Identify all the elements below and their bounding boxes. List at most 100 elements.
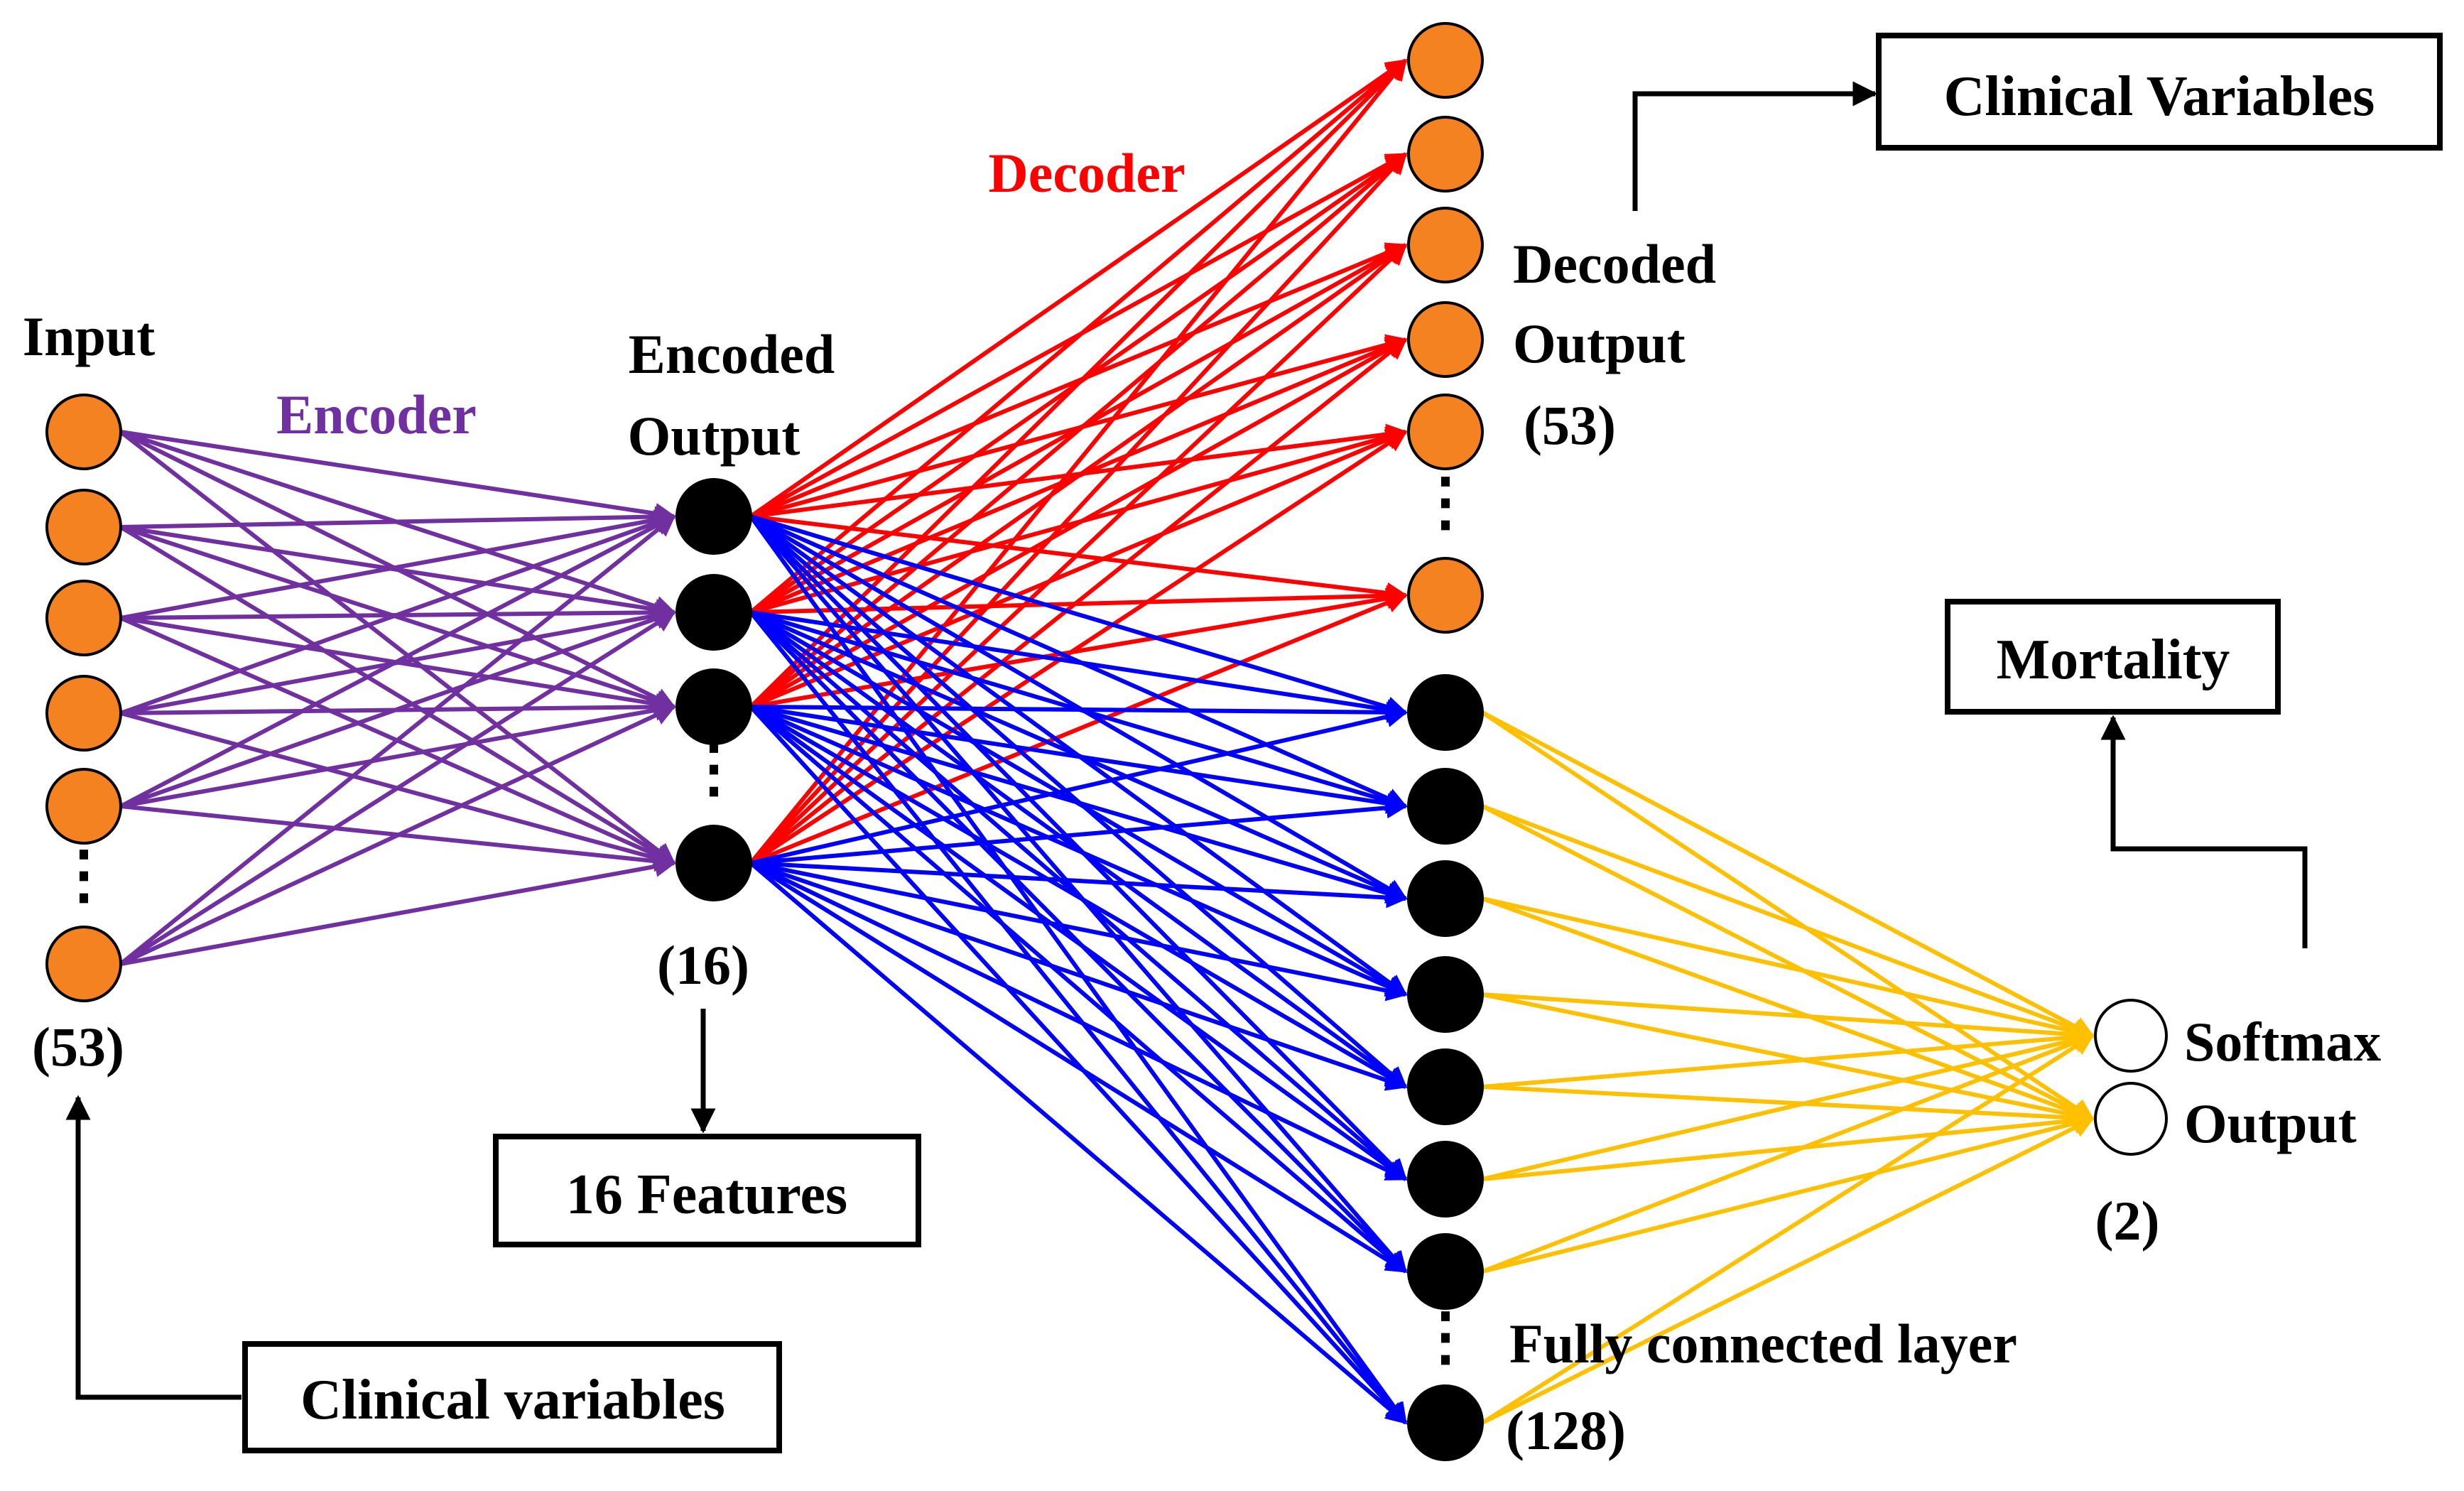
- decoded-node: [1407, 22, 1484, 99]
- fc-edge: [749, 861, 1408, 1274]
- encoder-edge: [120, 506, 676, 529]
- softmax-edge: [1481, 710, 2095, 1121]
- softmax-edge: [1481, 896, 2095, 1122]
- input-count: (53): [32, 1016, 124, 1078]
- fc-edge: [749, 861, 1408, 1181]
- softmax-node: [2094, 1082, 2168, 1156]
- encoder-connections: [119, 430, 676, 966]
- fc-node: [1407, 1048, 1484, 1125]
- softmax-edge: [1482, 1085, 2095, 1129]
- softmax-label-1: Softmax: [2184, 1011, 2381, 1073]
- decoder-edge: [749, 58, 1408, 709]
- encoder-edge: [119, 525, 676, 865]
- decoded-output-label-1: Decoded: [1513, 233, 1716, 295]
- softmax-edge: [1482, 992, 2095, 1046]
- fc-edge: [750, 701, 1408, 723]
- fc-edge: [749, 515, 1408, 1425]
- fc-edge: [750, 797, 1408, 865]
- decoder-edge: [749, 243, 1408, 865]
- fc-node: [1407, 768, 1484, 845]
- softmax-connections: [1481, 710, 2095, 1425]
- encoder-edge: [120, 700, 676, 808]
- encoded-output-label-1: Encoded: [629, 323, 835, 385]
- encoder-label: Encoder: [276, 384, 477, 445]
- fc-edge: [749, 705, 1408, 1181]
- decoded-node: [1407, 301, 1484, 378]
- encoder-edge: [119, 514, 676, 966]
- input-node: [45, 675, 122, 752]
- encoder-edge: [120, 430, 676, 524]
- fc-edge: [750, 861, 1408, 1091]
- fc-ellipsis: ⋮: [1413, 1302, 1477, 1372]
- encoded-node: [675, 825, 752, 901]
- encoder-edge: [120, 525, 676, 620]
- decoded-ellipsis: ⋮: [1413, 467, 1477, 538]
- softmax-edge: [1482, 1113, 2095, 1274]
- svg-text:Clinical variables: Clinical variables: [300, 1369, 725, 1431]
- decoded-node: [1407, 394, 1484, 470]
- encoded-output-label-2: Output: [628, 405, 800, 467]
- decoder-edge: [749, 58, 1408, 519]
- fc-edge: [749, 705, 1408, 997]
- fc-node: [1407, 1141, 1484, 1218]
- softmax-edge: [1481, 804, 2095, 1121]
- encoded-node: [675, 478, 752, 555]
- softmax-edge: [1481, 1032, 2095, 1274]
- fc-edge: [750, 861, 1408, 1002]
- fc-edge: [749, 705, 1408, 1274]
- fc-edge: [749, 861, 1408, 1425]
- decoder-edge: [749, 152, 1408, 709]
- decoder-edge: [749, 58, 1408, 614]
- softmax-label-2: Output: [2184, 1093, 2357, 1154]
- features-box: 16 Features: [493, 1134, 921, 1247]
- input-ellipsis: ⋮: [52, 840, 116, 911]
- encoded-ellipsis: ⋮: [682, 734, 746, 804]
- mortality-box: Mortality: [1945, 599, 2281, 715]
- fc-connections: [749, 514, 1408, 1425]
- softmax-edge: [1481, 804, 2095, 1039]
- fc-count: (128): [1506, 1399, 1626, 1461]
- decoded-node: [1407, 557, 1484, 634]
- softmax-edge: [1481, 1034, 2095, 1425]
- fc-edge: [750, 610, 1408, 720]
- fc-edge: [750, 861, 1408, 909]
- input-node: [45, 394, 122, 470]
- encoder-edge: [120, 509, 676, 620]
- fc-node: [1407, 860, 1484, 937]
- decoded-output-label-2: Output: [1513, 313, 1686, 374]
- fc-node: [1407, 674, 1484, 751]
- fc-layer-label: Fully connected layer: [1509, 1313, 2017, 1375]
- input-node: [45, 580, 122, 656]
- encoder-edge: [119, 610, 676, 966]
- decoder-edge: [749, 430, 1408, 865]
- clinical-variables-bottom-box: Clinical variables: [242, 1341, 782, 1453]
- fc-edge: [750, 514, 1408, 717]
- input-node: [45, 489, 122, 565]
- decoder-edge: [749, 337, 1408, 865]
- softmax-edge: [1481, 710, 2095, 1038]
- encoder-edge: [120, 608, 676, 808]
- encoder-edge: [119, 514, 676, 808]
- softmax-edge: [1482, 896, 2095, 1042]
- decoded-node: [1407, 207, 1484, 283]
- decoder-label: Decoder: [988, 142, 1185, 204]
- input-node: [45, 926, 122, 1002]
- encoder-edge: [119, 705, 676, 966]
- softmax-count: (2): [2095, 1190, 2160, 1252]
- decoder-edge: [750, 587, 1408, 709]
- clinical-variables-top-box: Clinical Variables: [1876, 33, 2443, 151]
- encoder-edge: [119, 512, 676, 715]
- fc-edge: [750, 705, 1408, 814]
- decoder-edge: [749, 58, 1408, 864]
- input-label: Input: [23, 305, 155, 367]
- fc-edge: [749, 611, 1408, 1425]
- encoder-edge: [119, 430, 676, 865]
- encoded-count: (16): [657, 934, 749, 996]
- softmax-edge: [1482, 1110, 2095, 1181]
- fc-node: [1407, 1233, 1484, 1310]
- softmax-edge: [1482, 1026, 2095, 1089]
- softmax-node: [2094, 999, 2168, 1073]
- decoder-edge: [749, 592, 1408, 865]
- encoded-node: [675, 668, 752, 745]
- softmax-edge: [1482, 1029, 2095, 1181]
